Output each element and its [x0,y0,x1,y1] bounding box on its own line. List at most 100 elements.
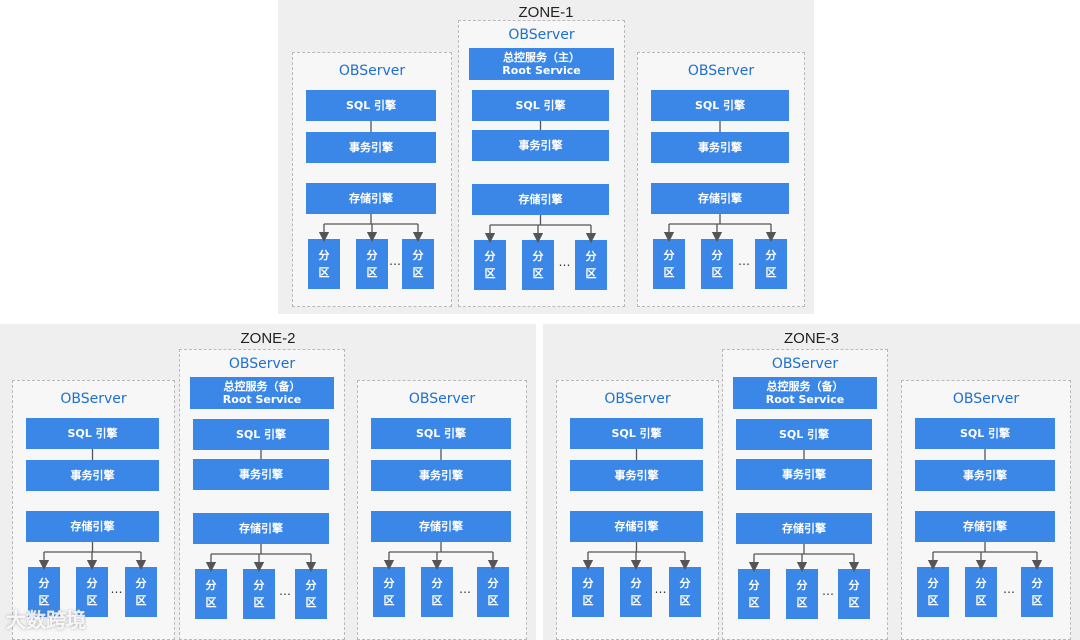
storage-engine-block: 存储引擎 [193,513,329,544]
sql-engine-block: SQL 引擎 [306,90,436,121]
root-service-block: 总控服务（主）Root Service [469,48,614,80]
partition-label: 区 [711,266,723,279]
partition-block: 分区 [786,569,818,619]
partition-label: 分 [205,579,217,592]
partition-label: 区 [383,594,395,607]
partition-label: 区 [532,267,544,280]
storage-engine-block: 存储引擎 [736,513,872,544]
partition-block: 分区 [701,239,733,289]
partition-label: 区 [86,594,98,607]
partition-label: 分 [796,579,808,592]
partition-block: 分区 [28,567,60,617]
partition-label: 分 [975,577,987,590]
partition-label: 分 [383,577,395,590]
root-service-block: 总控服务（备）Root Service [190,377,334,409]
partition-block: 分区 [653,239,685,289]
partition-label: 区 [305,596,317,609]
partition-block: 分区 [125,567,157,617]
partition-block: 分区 [965,567,997,617]
partition-label: 分 [748,579,760,592]
partition-label: 区 [487,594,499,607]
partition-label: 区 [431,594,443,607]
partition-block: 分区 [738,569,770,619]
root-service-label-cn: 总控服务（备） [223,380,301,393]
partition-block: 分区 [620,567,652,617]
partition-label: 区 [484,267,496,280]
observer-title: OBServer [604,391,671,407]
partition-label: 分 [135,577,147,590]
sql-engine-block: SQL 引擎 [193,419,329,450]
partition-label: 区 [205,596,217,609]
observer-title: OBServer [338,63,406,79]
partition-label: 分 [663,249,675,262]
partition-label: 区 [582,594,594,607]
partition-label: 分 [585,250,597,263]
partition-block: 分区 [522,240,554,290]
storage-engine-block: 存储引擎 [570,511,703,542]
partition-label: 分 [318,249,330,262]
partition-label: 分 [582,577,594,590]
observer-title: OBServer [687,63,755,79]
partition-ellipsis: … [1003,582,1015,596]
transaction-engine-block: 事务引擎 [26,460,159,491]
sql-engine-block: SQL 引擎 [26,418,159,449]
partition-label: 分 [431,577,443,590]
watermark-logo: 大数跨境 [6,608,86,632]
partition-label: 区 [135,594,147,607]
root-service-label-cn: 总控服务（备） [766,380,844,393]
sql-engine-block: SQL 引擎 [472,90,609,121]
partition-label: 区 [765,266,777,279]
partition-label: 分 [1031,577,1043,590]
partition-label: 分 [927,577,939,590]
partition-label: 区 [975,594,987,607]
partition-label: 分 [765,249,777,262]
partition-label: 区 [253,596,265,609]
partition-block: 分区 [195,569,227,619]
partition-label: 区 [318,266,330,279]
partition-block: 分区 [477,567,509,617]
partition-label: 分 [848,579,860,592]
zone-title: ZONE-2 [240,330,296,347]
partition-label: 分 [487,577,499,590]
partition-label: 分 [305,579,317,592]
root-service-label-en: Root Service [222,393,302,406]
partition-label: 分 [38,577,50,590]
storage-engine-block: 存储引擎 [26,511,159,542]
zone-title: ZONE-1 [518,4,574,21]
storage-engine-block: 存储引擎 [651,183,789,214]
partition-label: 分 [679,577,691,590]
transaction-engine-block: 事务引擎 [915,460,1055,491]
storage-engine-block: 存储引擎 [472,184,609,215]
sql-engine-block: SQL 引擎 [915,418,1055,449]
storage-engine-block: 存储引擎 [915,511,1055,542]
partition-label: 区 [412,266,424,279]
partition-label: 分 [366,249,378,262]
partition-block: 分区 [669,567,701,617]
partition-block: 分区 [356,239,388,289]
observer-title: OBServer [228,356,296,372]
partition-label: 区 [630,594,642,607]
transaction-engine-block: 事务引擎 [736,459,872,490]
partition-block: 分区 [838,569,870,619]
partition-label: 区 [796,596,808,609]
partition-block: 分区 [76,567,108,617]
root-service-label-en: Root Service [765,393,845,406]
partition-ellipsis: … [459,582,471,596]
observer-title: OBServer [508,27,575,43]
partition-label: 分 [711,249,723,262]
partition-ellipsis: … [558,255,571,269]
sql-engine-block: SQL 引擎 [736,419,872,450]
partition-label: 分 [253,579,265,592]
partition-label: 区 [663,266,675,279]
partition-label: 区 [1031,594,1043,607]
partition-label: 分 [532,250,544,263]
transaction-engine-block: 事务引擎 [371,460,511,491]
transaction-engine-block: 事务引擎 [193,459,329,490]
partition-block: 分区 [243,569,275,619]
partition-label: 分 [630,577,642,590]
partition-label: 区 [927,594,939,607]
sql-engine-block: SQL 引擎 [651,90,789,121]
root-service-label-cn: 总控服务（主） [503,51,580,64]
partition-block: 分区 [575,240,607,290]
partition-block: 分区 [1021,567,1053,617]
